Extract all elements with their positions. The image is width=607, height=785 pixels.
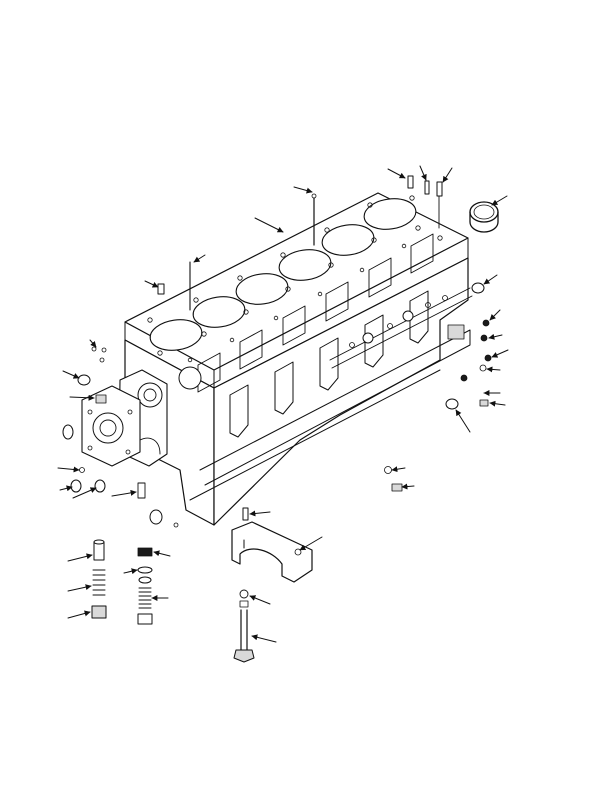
callout-leader-34	[249, 595, 271, 605]
callout-leader-23	[59, 485, 73, 492]
bearing-cap-washer	[239, 589, 249, 599]
cylinder-bore-5	[321, 224, 375, 256]
callout-leader-30	[123, 568, 138, 575]
washer-lower-right	[384, 466, 392, 474]
block-side-face	[213, 257, 469, 526]
callout-leader-8	[144, 280, 159, 288]
cylinder-bore-1	[149, 319, 203, 351]
callout-leader-35	[251, 634, 277, 643]
callout-leader-29	[153, 550, 171, 557]
callout-leader-19	[89, 339, 97, 348]
callout-leader-13	[486, 366, 501, 373]
cylinder-bores	[149, 198, 417, 351]
dowel-pin-left	[157, 283, 165, 295]
callout-leaders	[57, 165, 509, 643]
callout-leader-4	[419, 165, 427, 181]
callout-leader-1	[254, 217, 284, 233]
callout-leader-24	[72, 487, 97, 499]
camshaft-bushing-ring	[469, 201, 499, 233]
plug-lower-center	[149, 509, 163, 525]
bearing-cap-dowel	[242, 507, 249, 521]
callout-leader-20	[62, 370, 80, 379]
cylinder-bore-4	[278, 249, 332, 281]
water-jacket-openings	[197, 233, 434, 393]
bolt-lower-right	[391, 483, 403, 492]
cylinder-bore-6	[363, 198, 417, 230]
main-bearing-webs	[229, 290, 429, 438]
hex-bolt-right	[479, 399, 489, 407]
engine-cylinder-block-icon	[81, 192, 473, 526]
callout-leader-12	[491, 349, 509, 358]
callout-leader-22	[57, 466, 80, 473]
dowel-pin-top-2	[424, 180, 430, 195]
callout-leader-33	[299, 536, 323, 551]
relief-valve-assembly-left	[91, 539, 107, 619]
callout-leader-21	[69, 394, 95, 401]
dowel-pin-top-3	[436, 181, 443, 197]
callout-leader-17	[391, 466, 406, 473]
callout-leader-18	[401, 483, 415, 490]
callout-leader-10	[489, 309, 501, 321]
callout-leader-15	[489, 400, 506, 407]
callout-leader-9	[483, 274, 498, 285]
cylinder-bore-3	[235, 273, 289, 305]
relief-valve-assembly-center	[137, 547, 153, 625]
oil-gallery-plug-right	[445, 398, 459, 410]
main-bearing-cap	[231, 521, 313, 583]
cylinder-bore-2	[192, 296, 246, 328]
callout-leader-26	[67, 553, 93, 562]
callout-leader-25	[111, 489, 137, 497]
callout-leader-16	[455, 409, 471, 433]
main-bearing-cap-bolt	[233, 609, 255, 663]
callout-leader-3	[387, 168, 406, 179]
callout-leader-32	[249, 510, 271, 517]
loose-parts	[62, 175, 499, 663]
callout-leader-5	[442, 167, 453, 183]
callout-leader-11	[488, 333, 503, 340]
drain-fitting	[137, 482, 146, 499]
callout-leader-2	[293, 186, 313, 194]
expansion-plug-right	[471, 282, 485, 294]
callout-leader-7	[193, 254, 206, 263]
deck-bolt-holes	[147, 195, 443, 363]
callout-leader-6	[491, 195, 508, 206]
callout-leader-28	[67, 610, 91, 619]
dowel-pin-top-1	[407, 175, 414, 189]
plug-left-1	[77, 374, 91, 386]
callout-leader-27	[67, 584, 92, 592]
